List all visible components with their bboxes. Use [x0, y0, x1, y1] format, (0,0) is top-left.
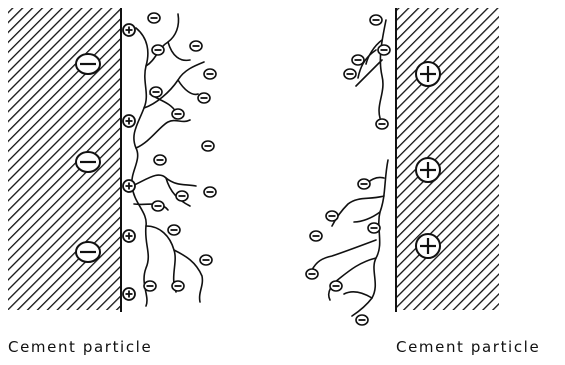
surface-charge-plus — [416, 234, 440, 258]
caption-left: Cement particle — [8, 338, 152, 356]
chain-charge-minus — [148, 13, 160, 23]
chain-charge-minus — [200, 255, 212, 265]
chain-charge-minus — [370, 15, 382, 25]
chain-charge-minus — [150, 87, 162, 97]
chain-charge-minus — [310, 231, 322, 241]
caption-right: Cement particle — [396, 338, 540, 356]
chain-charge-minus — [344, 69, 356, 79]
chain-charge-minus — [330, 281, 342, 291]
chain-charge-minus — [376, 119, 388, 129]
surface-charge-plus — [416, 158, 440, 182]
adsorbed-ion-plus — [123, 288, 135, 300]
chain-charge-minus — [358, 179, 370, 189]
chain-charge-minus — [378, 45, 390, 55]
chain-charge-minus — [168, 225, 180, 235]
chain-charge-minus — [144, 281, 156, 291]
chain-charge-minus — [152, 201, 164, 211]
chain-charge-minus — [204, 187, 216, 197]
chain-charge-minus — [202, 141, 214, 151]
chain-charge-minus — [154, 155, 166, 165]
right-polymer-chains — [312, 20, 388, 316]
chain-charge-minus — [204, 69, 216, 79]
chain-charge-minus — [172, 281, 184, 291]
chain-charge-minus — [352, 55, 364, 65]
chain-charge-minus — [176, 191, 188, 201]
right-cement-particle — [397, 8, 499, 310]
chain-charge-minus — [326, 211, 338, 221]
left-adsorbed-ions — [123, 24, 135, 300]
chain-charge-minus — [172, 109, 184, 119]
left-cement-particle — [8, 8, 121, 310]
adsorbed-ion-plus — [123, 24, 135, 36]
adsorbed-ion-plus — [123, 230, 135, 242]
chain-charge-minus — [198, 93, 210, 103]
surface-charge-minus — [76, 152, 100, 172]
chain-charge-minus — [368, 223, 380, 233]
left-polymer-chains — [132, 14, 204, 306]
adsorbed-ion-plus — [123, 180, 135, 192]
chain-charge-minus — [356, 315, 368, 325]
surface-charge-plus — [416, 62, 440, 86]
surface-charge-minus — [76, 242, 100, 262]
chain-charge-minus — [306, 269, 318, 279]
surface-charge-minus — [76, 54, 100, 74]
chain-charge-minus — [152, 45, 164, 55]
adsorbed-ion-plus — [123, 115, 135, 127]
chain-charge-minus — [190, 41, 202, 51]
